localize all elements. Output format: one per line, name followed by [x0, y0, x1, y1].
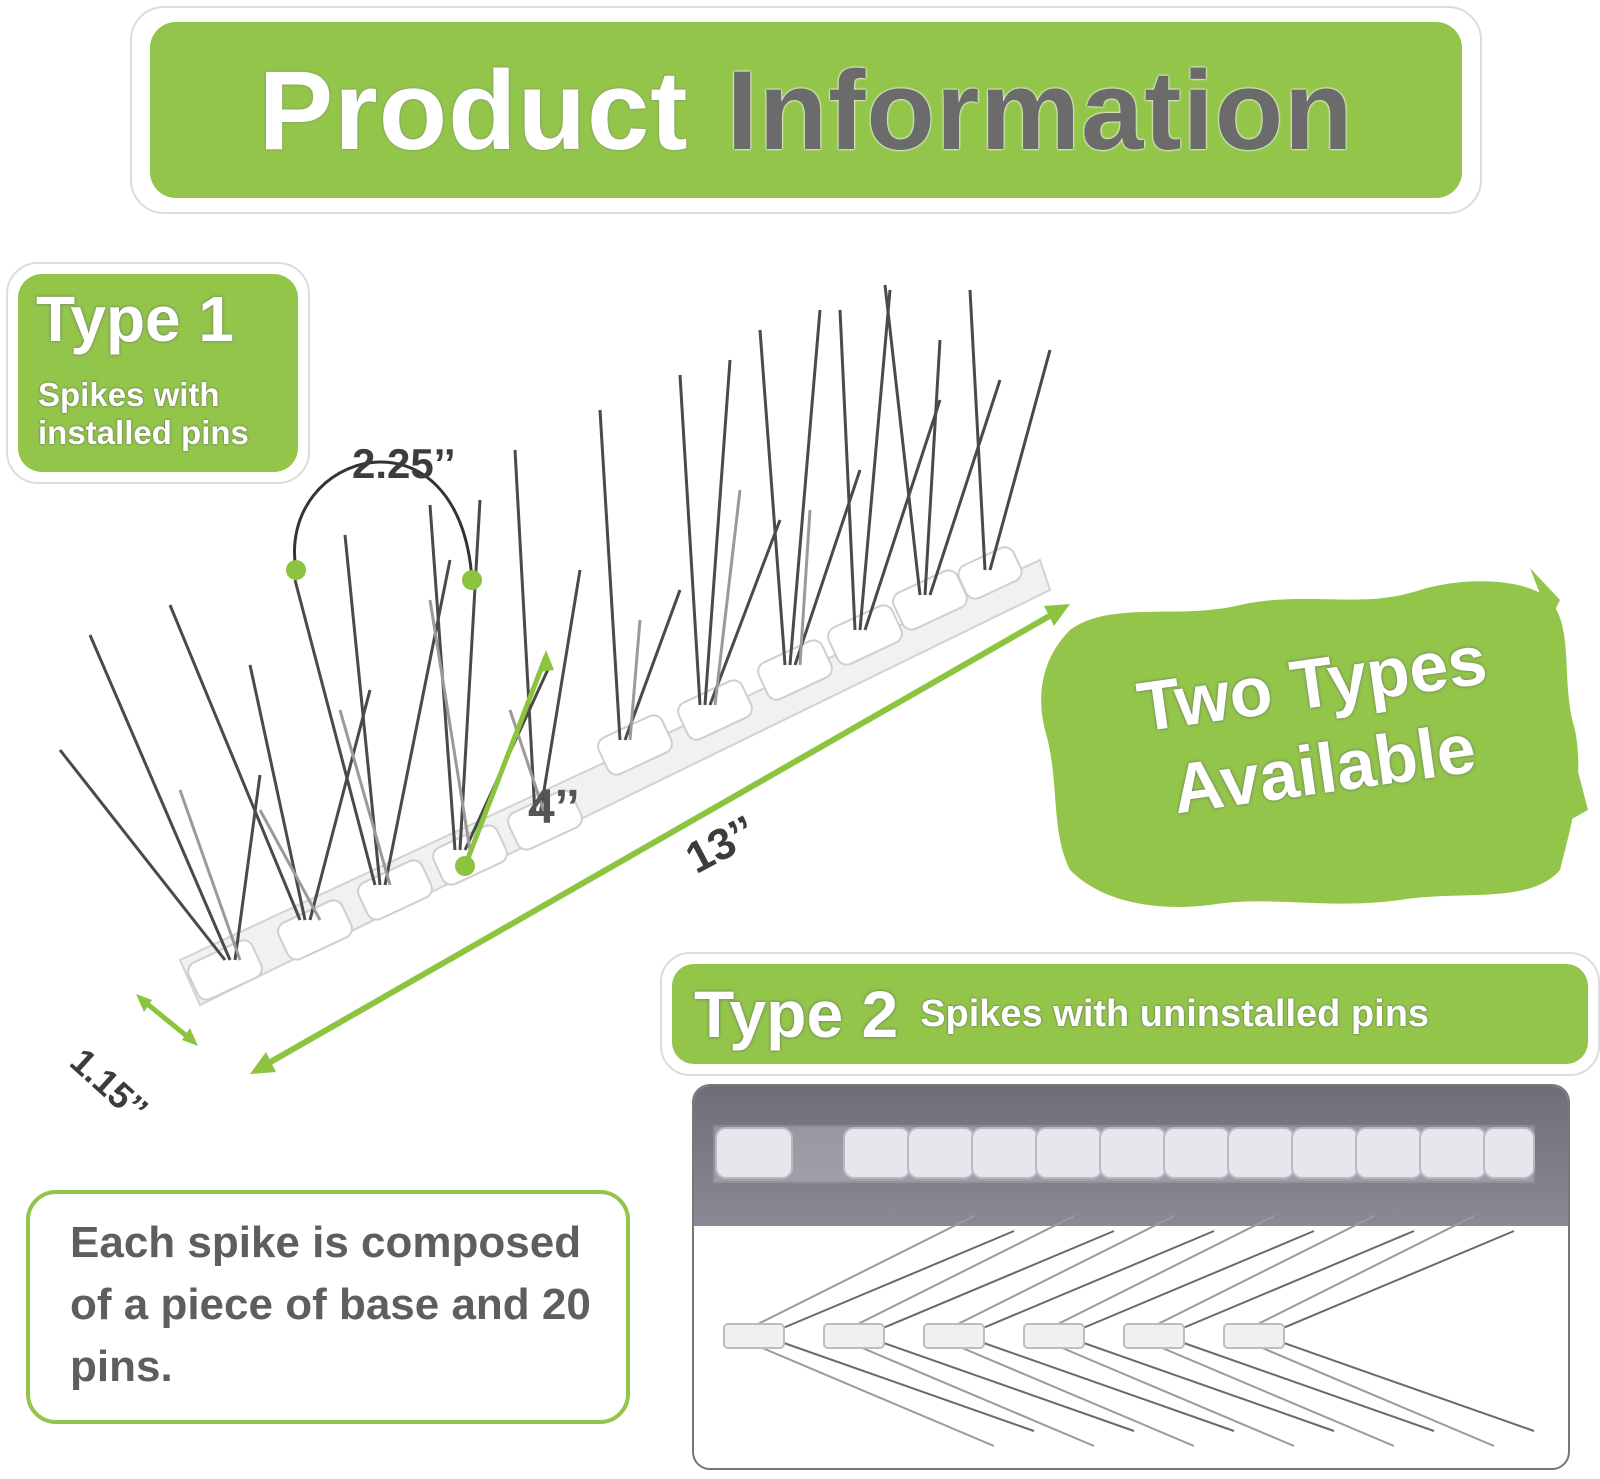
info-box — [26, 1190, 630, 1424]
type2-parts-illustration — [713, 1125, 1535, 1447]
title-word-product: Product — [258, 47, 689, 173]
type2-product-photo — [692, 1084, 1570, 1470]
dimension-pin-spacing: 2.25’’ — [352, 440, 456, 487]
spike-strip-illustration — [58, 284, 1070, 1074]
type1-badge — [18, 274, 298, 472]
type1-title: Type 1 — [36, 283, 234, 355]
type1-subtitle: Spikes with installed pins — [38, 376, 249, 451]
dimension-height: 4’’ — [528, 781, 580, 834]
info-text: Each spike is composed of a piece of bas… — [70, 1218, 591, 1391]
type2-banner: Type 2 Spikes with uninstalled pins — [672, 964, 1588, 1064]
title-word-information: Information — [726, 47, 1354, 173]
two-types-brush-blob — [1041, 568, 1588, 907]
type2-subtitle: Spikes with uninstalled pins — [920, 992, 1430, 1035]
type2-title: Type 2 — [694, 977, 899, 1051]
title-banner: Product Information — [150, 22, 1462, 198]
